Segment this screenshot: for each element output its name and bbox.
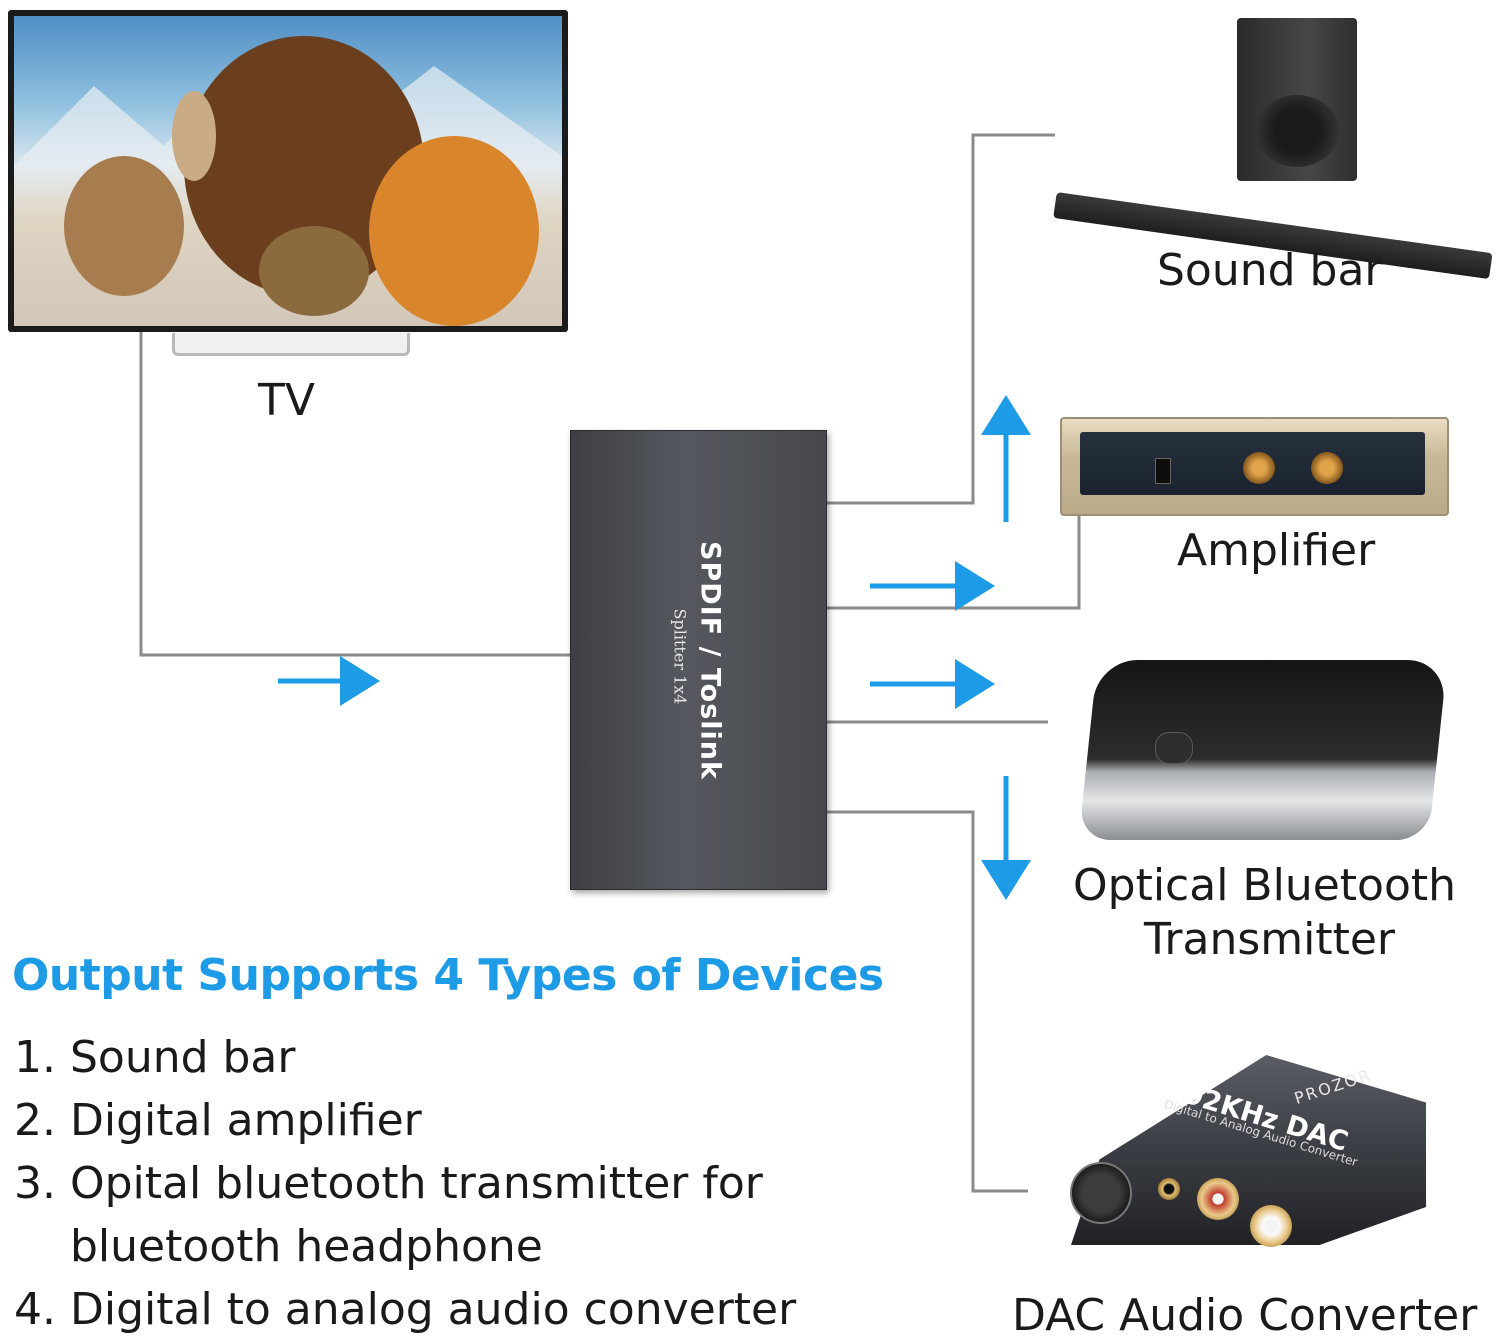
power-icon [1155, 732, 1193, 764]
amplifier-knob-right [1311, 452, 1343, 484]
splitter-title: SPDIF / Toslink [694, 541, 726, 780]
line-splitter-to-dac [825, 810, 1028, 1193]
rca-white-jack [1250, 1205, 1292, 1247]
headphone-jack-icon [1158, 1178, 1180, 1200]
tv-label: TV [258, 375, 315, 426]
amplifier-power-switch [1155, 458, 1171, 484]
list-item-3: 3. Opital bluetooth transmitter for [14, 1158, 763, 1209]
list-item-1: 1. Sound bar [14, 1032, 296, 1083]
dac-volume-knob [1070, 1162, 1132, 1224]
list-item-2: 2. Digital amplifier [14, 1095, 422, 1146]
tv-stand [172, 333, 410, 356]
tv-screen [14, 16, 562, 326]
subwoofer-cone [1255, 95, 1339, 167]
bt-label-line2: Transmitter [1144, 914, 1396, 965]
amplifier-label: Amplifier [1177, 525, 1376, 576]
dac-label: DAC Audio Converter [1012, 1290, 1478, 1341]
bt-label-line1: Optical Bluetooth [1073, 860, 1457, 911]
list-item-4: 4. Digital to analog audio converter [14, 1284, 797, 1335]
output-heading: Output Supports 4 Types of Devices [12, 950, 884, 1001]
line-splitter-to-amplifier [825, 512, 1081, 610]
amplifier-knob-left [1243, 452, 1275, 484]
sound-bar-label: Sound bar [1157, 245, 1383, 296]
line-tv-to-splitter [139, 332, 570, 657]
rca-red-jack [1197, 1178, 1239, 1220]
splitter-box [570, 430, 827, 890]
line-splitter-to-soundbar [825, 133, 1055, 505]
list-item-3-continuation: bluetooth headphone [70, 1221, 543, 1272]
splitter-subtitle: Splitter 1x4 [670, 608, 690, 705]
bluetooth-transmitter-image [1078, 660, 1448, 840]
tv-screen-scene [14, 36, 562, 326]
